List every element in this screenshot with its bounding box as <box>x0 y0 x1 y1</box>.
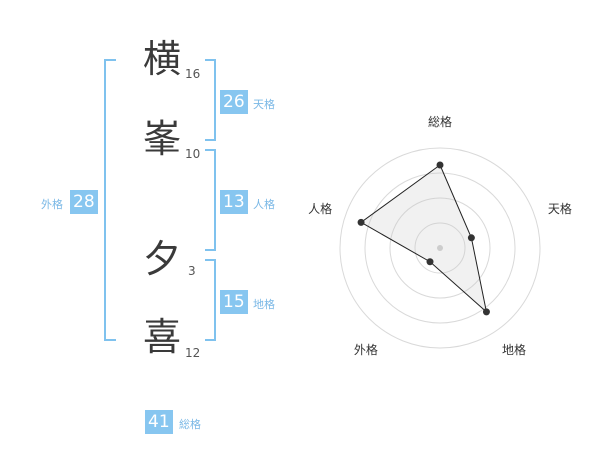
soukaku-value: 41 <box>145 410 173 434</box>
tenkaku-value: 26 <box>220 90 248 114</box>
chikaku-value: 15 <box>220 290 248 314</box>
radar-axis-label-5: 人格 <box>308 201 332 216</box>
stroke-count-4: 12 <box>185 346 201 360</box>
gaikaku-label: 外格 <box>41 198 63 211</box>
jinkaku-bracket <box>205 149 216 251</box>
tenkaku-label: 天格 <box>253 98 275 111</box>
radar-point-2 <box>467 234 475 242</box>
radar-ring-1 <box>414 222 466 274</box>
radar-polygon <box>360 164 488 314</box>
soukaku-label: 総格 <box>179 418 201 431</box>
radar-ring-3 <box>364 172 516 324</box>
gaikaku-bracket <box>104 59 116 341</box>
name-char-3: 夕 <box>143 237 182 281</box>
radar-point-5 <box>357 218 365 226</box>
radar-ring-2 <box>389 197 491 299</box>
name-char-1: 横 <box>143 37 182 81</box>
radar-center-dot <box>437 245 443 251</box>
radar-axis-label-4: 外格 <box>354 342 378 357</box>
chikaku-bracket <box>205 259 216 341</box>
gaikaku-value: 28 <box>70 190 98 214</box>
radar-ring-4 <box>339 147 541 349</box>
chikaku-label: 地格 <box>253 298 275 311</box>
radar-axis-label-2: 天格 <box>548 201 572 216</box>
radar-axis-label-3: 地格 <box>502 342 526 357</box>
jinkaku-label: 人格 <box>253 198 275 211</box>
radar-point-1 <box>436 161 444 169</box>
radar-point-4 <box>426 258 434 266</box>
stroke-count-2: 10 <box>185 147 201 161</box>
radar-point-3 <box>482 308 490 316</box>
jinkaku-value: 13 <box>220 190 248 214</box>
name-char-4: 喜 <box>143 315 182 359</box>
radar-axis-label-1: 総格 <box>428 114 452 129</box>
stroke-count-3: 3 <box>188 264 196 278</box>
stroke-count-1: 16 <box>185 67 201 81</box>
name-char-2: 峯 <box>143 117 182 161</box>
tenkaku-bracket <box>205 59 216 141</box>
